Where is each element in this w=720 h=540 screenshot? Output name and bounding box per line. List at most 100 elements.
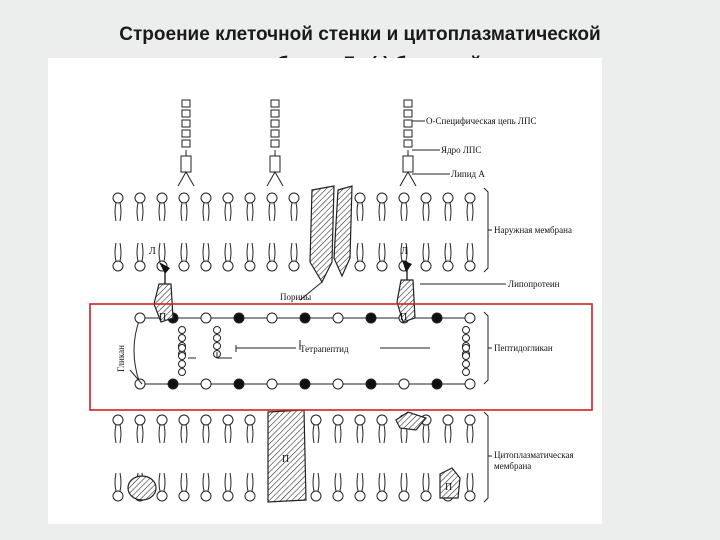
- lipid-tail: [141, 242, 144, 262]
- label-outer-membrane: Наружная мембрана: [494, 225, 572, 235]
- lipid-tail: [207, 202, 210, 222]
- lipid-head: [376, 414, 388, 426]
- lipid-tail: [378, 242, 381, 262]
- peptide-bridge: [216, 352, 232, 359]
- lipid-tail: [400, 472, 403, 492]
- lipid-tail: [251, 242, 254, 262]
- lipid-head: [420, 260, 432, 272]
- glycan-unit: [464, 378, 476, 390]
- glycan-unit: [266, 378, 278, 390]
- lipid-tail: [361, 242, 364, 262]
- peptide-unit: [178, 344, 186, 352]
- lipid-tail: [471, 242, 474, 262]
- lipid-tail: [246, 242, 249, 262]
- lipid-head: [376, 490, 388, 502]
- lipid-a-link: [266, 171, 276, 187]
- lipid-tail: [224, 242, 227, 262]
- lipid-tail: [317, 472, 320, 492]
- lipid-tail: [246, 202, 249, 222]
- lipid-tail: [405, 242, 408, 262]
- porins: [309, 185, 353, 284]
- glycan-unit: [266, 312, 278, 324]
- lipid-a-link: [177, 171, 187, 187]
- lipid-tail: [158, 424, 161, 444]
- glycan-unit: [365, 378, 377, 390]
- lipid-tail: [383, 424, 386, 444]
- o-chain-unit: [181, 129, 191, 138]
- lipid-head: [112, 490, 124, 502]
- lipid-head: [288, 192, 300, 204]
- core-unit: [269, 155, 281, 173]
- lipid-tail: [202, 202, 205, 222]
- lipid-tail: [268, 242, 271, 262]
- lipid-head: [464, 192, 476, 204]
- label-o-chain: О-Специфическая цепь ЛПС: [426, 116, 537, 126]
- glycan-unit: [431, 312, 443, 324]
- lipid-a-link: [185, 171, 195, 187]
- lipid-tail: [246, 472, 249, 492]
- lipid-tail: [163, 472, 166, 492]
- o-chain-unit: [181, 99, 191, 108]
- lipid-tail: [180, 242, 183, 262]
- lipid-head: [134, 414, 146, 426]
- lipid-head: [398, 192, 410, 204]
- lipid-tail: [444, 242, 447, 262]
- o-chain-unit: [403, 109, 413, 118]
- o-chain-unit: [181, 119, 191, 128]
- lipid-tail: [290, 242, 293, 262]
- lipid-tail: [466, 424, 469, 444]
- lipid-tail: [273, 242, 276, 262]
- lipid-tail: [383, 242, 386, 262]
- lipid-head: [332, 490, 344, 502]
- lipid-tail: [400, 242, 403, 262]
- lipid-tail: [273, 202, 276, 222]
- lipid-tail: [471, 424, 474, 444]
- pointer-glycan: [129, 369, 143, 385]
- peptide-unit: [178, 352, 186, 360]
- lipid-head: [178, 414, 190, 426]
- cell-wall-figure: [48, 58, 602, 524]
- lipid-a-link: [407, 171, 417, 187]
- lipid-head: [156, 414, 168, 426]
- glycan-unit: [134, 378, 146, 390]
- lipid-tail: [449, 424, 452, 444]
- label-peptidoglycan: Пептидогликан: [494, 343, 553, 353]
- lipid-tail: [422, 472, 425, 492]
- lipid-tail: [114, 472, 117, 492]
- o-chain-unit: [181, 109, 191, 118]
- lipid-head: [178, 192, 190, 204]
- o-chain-unit: [403, 139, 413, 148]
- lipid-tail: [180, 202, 183, 222]
- peptide-unit: [462, 326, 470, 334]
- lipid-tail: [449, 242, 452, 262]
- lipid-tail: [466, 242, 469, 262]
- outer-membrane: [112, 192, 476, 272]
- lipid-head: [134, 192, 146, 204]
- lipid-tail: [207, 472, 210, 492]
- lipid-head: [442, 414, 454, 426]
- o-chain-unit: [270, 129, 280, 138]
- title-line-1: Строение клеточной стенки и цитоплазмати…: [119, 24, 601, 45]
- glycan-unit: [398, 378, 410, 390]
- label-cyto-membrane-2: мембрана: [494, 461, 531, 471]
- lipid-head: [200, 260, 212, 272]
- lipid-tail: [422, 242, 425, 262]
- peptide-unit: [178, 360, 186, 368]
- lipid-head: [112, 260, 124, 272]
- label-cyto-membrane-1: Цитоплазматическая: [494, 450, 574, 460]
- lipid-tail: [422, 424, 425, 444]
- o-chain-unit: [403, 129, 413, 138]
- lipid-tail: [378, 424, 381, 444]
- lipid-head: [354, 414, 366, 426]
- lipid-tail: [317, 424, 320, 444]
- lipid-head: [420, 490, 432, 502]
- lipid-head: [112, 192, 124, 204]
- lipid-head: [178, 490, 190, 502]
- lipid-head: [178, 260, 190, 272]
- lipid-head: [310, 414, 322, 426]
- lipid-head: [156, 192, 168, 204]
- core-unit: [180, 155, 192, 173]
- glycan-unit: [464, 312, 476, 324]
- lipid-tail: [383, 472, 386, 492]
- lipid-tail: [334, 424, 337, 444]
